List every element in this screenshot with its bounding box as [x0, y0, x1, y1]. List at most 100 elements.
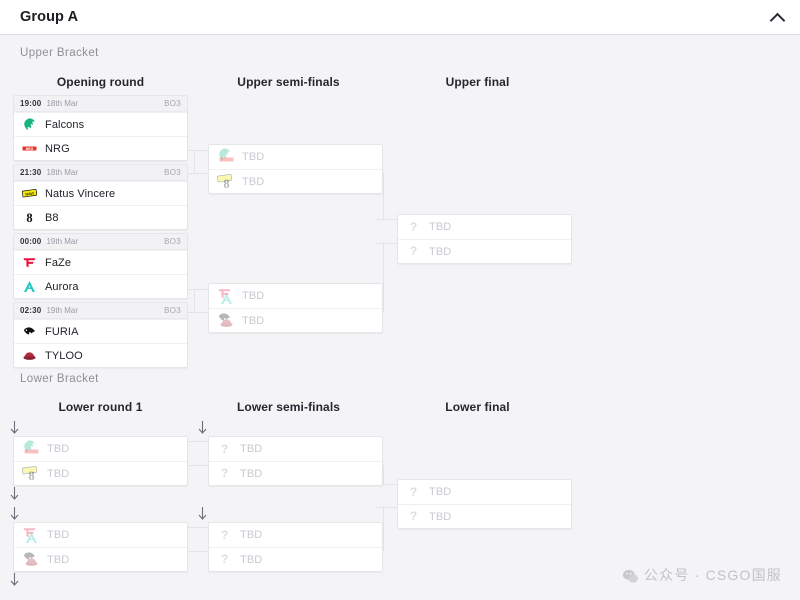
connector: [375, 507, 397, 508]
round-header-lower-final: Lower final: [445, 400, 510, 414]
match-card[interactable]: TBD TBD: [13, 522, 188, 572]
match-date: 18th Mar: [46, 168, 79, 177]
drop-arrow-icon: [10, 421, 19, 435]
match-header: 19:00 18th Mar BO3: [14, 96, 187, 112]
team-row[interactable]: ? TBD: [398, 215, 571, 239]
match-header: 21:30 18th Mar BO3: [14, 165, 187, 181]
connector: [186, 527, 208, 528]
connector: [186, 551, 208, 552]
b8-logo: 8: [22, 210, 37, 225]
page-title: Group A: [20, 9, 79, 25]
team-row[interactable]: 8 TBD: [209, 169, 382, 193]
team-name: TBD: [240, 443, 263, 455]
team-row[interactable]: TBD: [14, 437, 187, 461]
match-format: BO3: [164, 168, 181, 177]
team-row[interactable]: TBD: [14, 523, 187, 547]
team-row[interactable]: TBD: [209, 284, 382, 308]
team-name: TBD: [240, 467, 263, 480]
question-icon: ?: [409, 484, 418, 499]
match-card[interactable]: TBD 8 TBD: [208, 144, 383, 194]
connector: [383, 172, 384, 220]
team-row[interactable]: Aurora: [14, 274, 187, 298]
navi-logo: [217, 171, 232, 186]
team-row[interactable]: TBD: [209, 308, 382, 332]
question-icon: ?: [220, 527, 229, 542]
match-date: 19th Mar: [46, 237, 79, 246]
team-name: TBD: [242, 175, 265, 188]
falcons-logo: [22, 439, 37, 454]
team-row[interactable]: ? TBD: [398, 239, 571, 263]
team-row[interactable]: ? TBD: [209, 523, 382, 547]
question-icon: ?: [409, 509, 418, 523]
round-header-upper-semis: Upper semi-finals: [237, 75, 340, 89]
faze-aurora-stack: [217, 288, 234, 305]
team-row[interactable]: FaZe: [14, 250, 187, 274]
team-row[interactable]: NAVI Natus Vincere: [14, 181, 187, 205]
team-row[interactable]: ? TBD: [209, 547, 382, 571]
team-name: TBD: [242, 290, 265, 302]
team-row[interactable]: FURIA: [14, 319, 187, 343]
svg-text:8: 8: [28, 469, 34, 483]
watermark: 公众号 · CSGO国服: [622, 565, 782, 585]
question-icon: ?: [409, 244, 418, 258]
connector: [186, 312, 208, 313]
match-card[interactable]: TBD 8 TBD: [13, 436, 188, 486]
match-format: BO3: [164, 306, 181, 315]
team-row[interactable]: 8 TBD: [14, 461, 187, 485]
match-card[interactable]: 21:30 18th Mar BO3 NAVI Natus Vincere 8 …: [13, 164, 188, 230]
team-name: FaZe: [45, 256, 72, 269]
team-name: B8: [45, 211, 59, 224]
match-time: 02:30: [20, 306, 42, 315]
navi-logo: NAVI: [22, 186, 37, 201]
match-card[interactable]: ? TBD ? TBD: [397, 479, 572, 529]
match-card[interactable]: 00:00 19th Mar BO3 FaZe Aurora: [13, 233, 188, 299]
drop-arrow-icon: [10, 487, 19, 501]
connector: [375, 484, 397, 485]
team-row[interactable]: ? TBD: [209, 461, 382, 485]
connector: [186, 441, 208, 442]
question-icon: ?: [220, 552, 229, 566]
faze-logo: [22, 255, 37, 270]
falcons-nrg-stack: [217, 147, 234, 166]
svg-text:NRG: NRG: [26, 147, 34, 151]
team-row[interactable]: TYLOO: [14, 343, 187, 367]
aurora-logo: [24, 530, 39, 545]
wechat-icon: [622, 568, 638, 583]
falcons-logo: [217, 147, 232, 162]
match-card[interactable]: TBD TBD: [208, 283, 383, 333]
furia-tyloo-stack: [217, 312, 234, 329]
team-name: TBD: [47, 443, 70, 455]
team-row[interactable]: 8 B8: [14, 205, 187, 229]
match-format: BO3: [164, 237, 181, 246]
connector: [194, 150, 195, 174]
team-row[interactable]: ? TBD: [398, 504, 571, 528]
team-name: NRG: [45, 142, 70, 155]
team-name: TBD: [47, 529, 70, 541]
match-card[interactable]: ? TBD ? TBD: [208, 436, 383, 486]
connector: [383, 507, 384, 551]
match-format: BO3: [164, 99, 181, 108]
match-card[interactable]: 19:00 18th Mar BO3 Falcons NRG NRG: [13, 95, 188, 161]
connector: [186, 465, 208, 466]
team-row[interactable]: ? TBD: [398, 480, 571, 504]
team-name: Falcons: [45, 118, 85, 131]
navi-b8-stack: 8: [217, 171, 234, 191]
team-row[interactable]: Falcons: [14, 112, 187, 136]
tyloo-logo: [22, 348, 37, 363]
drop-arrow-icon: [10, 507, 19, 521]
round-header-upper-final: Upper final: [445, 75, 510, 89]
team-row[interactable]: NRG NRG: [14, 136, 187, 160]
group-header: Group A: [0, 0, 800, 35]
team-row[interactable]: TBD: [209, 145, 382, 169]
team-row[interactable]: ? TBD: [209, 437, 382, 461]
match-card[interactable]: ? TBD ? TBD: [397, 214, 572, 264]
furia-logo: [22, 549, 37, 564]
connector: [194, 289, 195, 313]
chevron-up-icon[interactable]: [770, 9, 786, 25]
match-card[interactable]: ? TBD ? TBD: [208, 522, 383, 572]
team-row[interactable]: TBD: [14, 547, 187, 571]
match-date: 19th Mar: [46, 306, 79, 315]
match-card[interactable]: 02:30 19th Mar BO3 FURIA TYLOO: [13, 302, 188, 368]
nrg-logo: NRG: [22, 141, 37, 156]
